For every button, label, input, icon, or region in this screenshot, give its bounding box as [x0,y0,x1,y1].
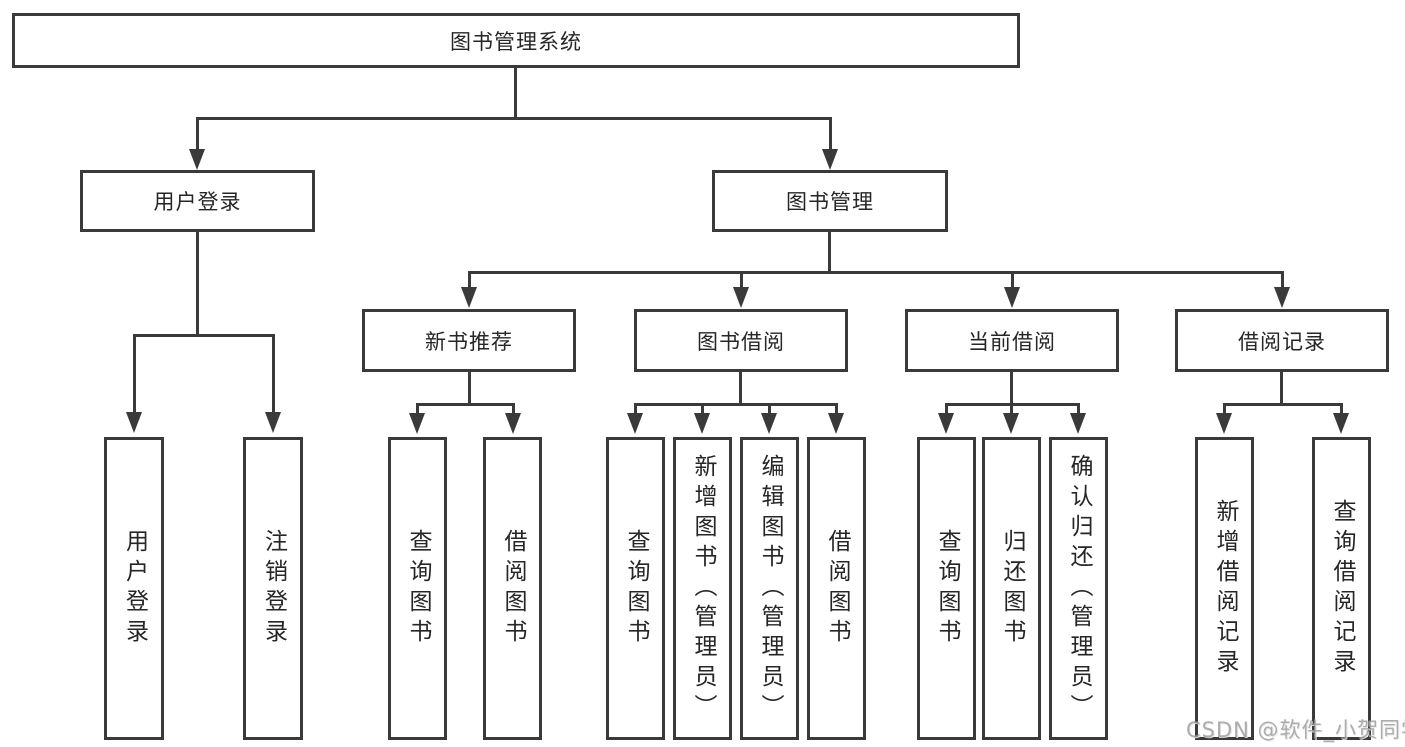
node-rec-query-book: 查询图书 [388,437,447,740]
node-rec-borrow-book-label: 借阅图书 [500,528,526,649]
arrow-to-cb-confirm-return [1070,403,1086,434]
node-book-mgmt-label: 图书管理 [786,190,874,214]
node-bb-edit-book: 编辑图书（管理员） [740,437,799,740]
node-book-borrow: 图书借阅 [634,309,848,372]
connector-current-borrow-stub [1010,372,1013,406]
arrow-to-book-mgmt [822,117,838,170]
node-new-book-rec: 新书推荐 [362,309,576,372]
node-cb-query-book-label: 查询图书 [934,528,960,649]
node-br-query-record: 查询借阅记录 [1312,437,1371,740]
node-cb-return-book-label: 归还图书 [999,528,1025,649]
node-cb-confirm-return: 确认归还（管理员） [1049,437,1108,740]
node-user-login-label: 用户登录 [153,190,242,214]
node-bb-add-book: 新增图书（管理员） [673,437,732,740]
node-bb-borrow-book-label: 借阅图书 [824,528,850,649]
node-new-book-rec-label: 新书推荐 [425,329,513,354]
node-leaf-user-login-label: 用户登录 [121,528,148,649]
arrow-to-book-borrow [733,271,749,308]
connector-book-borrow-stub [739,372,742,406]
node-bb-query-book: 查询图书 [606,437,665,740]
node-leaf-logout-label: 注销登录 [260,528,287,649]
node-leaf-logout: 注销登录 [243,437,303,740]
node-book-mgmt: 图书管理 [712,170,948,232]
connector-borrow-records-rail [1223,403,1343,406]
arrow-to-new-book-rec [461,271,477,308]
node-current-borrow-label: 当前借阅 [968,329,1056,354]
arrow-to-bb-edit-book [761,403,777,434]
node-cb-return-book: 归还图书 [982,437,1041,740]
csdn-watermark: CSDN @软件_小贺同学 [1186,718,1405,742]
node-br-add-record: 新增借阅记录 [1195,437,1254,740]
node-bb-edit-book-label: 编辑图书（管理员） [757,453,783,724]
arrow-to-current-borrow [1004,271,1020,308]
node-user-login: 用户登录 [80,170,315,232]
node-leaf-user-login: 用户登录 [104,437,164,740]
node-book-borrow-label: 图书借阅 [697,329,785,354]
arrow-to-cb-query-book [938,403,954,434]
arrow-to-user-login [189,117,205,170]
arrow-to-bb-add-book [694,403,710,434]
node-br-add-record-label: 新增借阅记录 [1212,498,1238,679]
arrow-to-br-add-record [1216,403,1232,434]
arrow-to-br-query-record [1333,403,1349,434]
node-root-label: 图书管理系统 [450,29,582,54]
connector-root-stub [514,68,517,120]
node-bb-query-book-label: 查询图书 [623,528,649,649]
arrow-to-bb-query-book [627,403,643,434]
connector-user-login-rail [133,334,275,337]
arrow-to-leaf-logout [265,334,281,433]
arrow-to-leaf-user-login [126,334,142,433]
node-current-borrow: 当前借阅 [905,309,1119,372]
node-borrow-records-label: 借阅记录 [1238,329,1326,354]
connector-book-mgmt-stub [828,232,831,274]
connector-level2-rail [196,117,832,120]
node-rec-borrow-book: 借阅图书 [483,437,542,740]
connector-user-login-stub [196,232,199,337]
node-bb-add-book-label: 新增图书（管理员） [690,453,716,724]
arrow-to-rec-query-book [409,403,425,434]
connector-borrow-records-stub [1280,372,1283,406]
arrow-to-rec-borrow-book [505,403,521,434]
connector-current-borrow-rail [945,403,1080,406]
connector-book-borrow-rail [634,403,838,406]
node-br-query-record-label: 查询借阅记录 [1329,498,1355,679]
connector-new-book-rec-rail [416,403,515,406]
arrow-to-cb-return-book [1003,403,1019,434]
arrow-to-bb-borrow-book [828,403,844,434]
connector-level3-rail [468,271,1284,274]
node-root: 图书管理系统 [12,13,1020,68]
node-borrow-records: 借阅记录 [1175,309,1389,372]
connector-new-book-rec-stub [468,372,471,406]
node-cb-confirm-return-label: 确认归还（管理员） [1066,453,1092,724]
node-rec-query-book-label: 查询图书 [405,528,431,649]
node-cb-query-book: 查询图书 [917,437,976,740]
arrow-to-borrow-records [1274,271,1290,308]
node-bb-borrow-book: 借阅图书 [807,437,866,740]
